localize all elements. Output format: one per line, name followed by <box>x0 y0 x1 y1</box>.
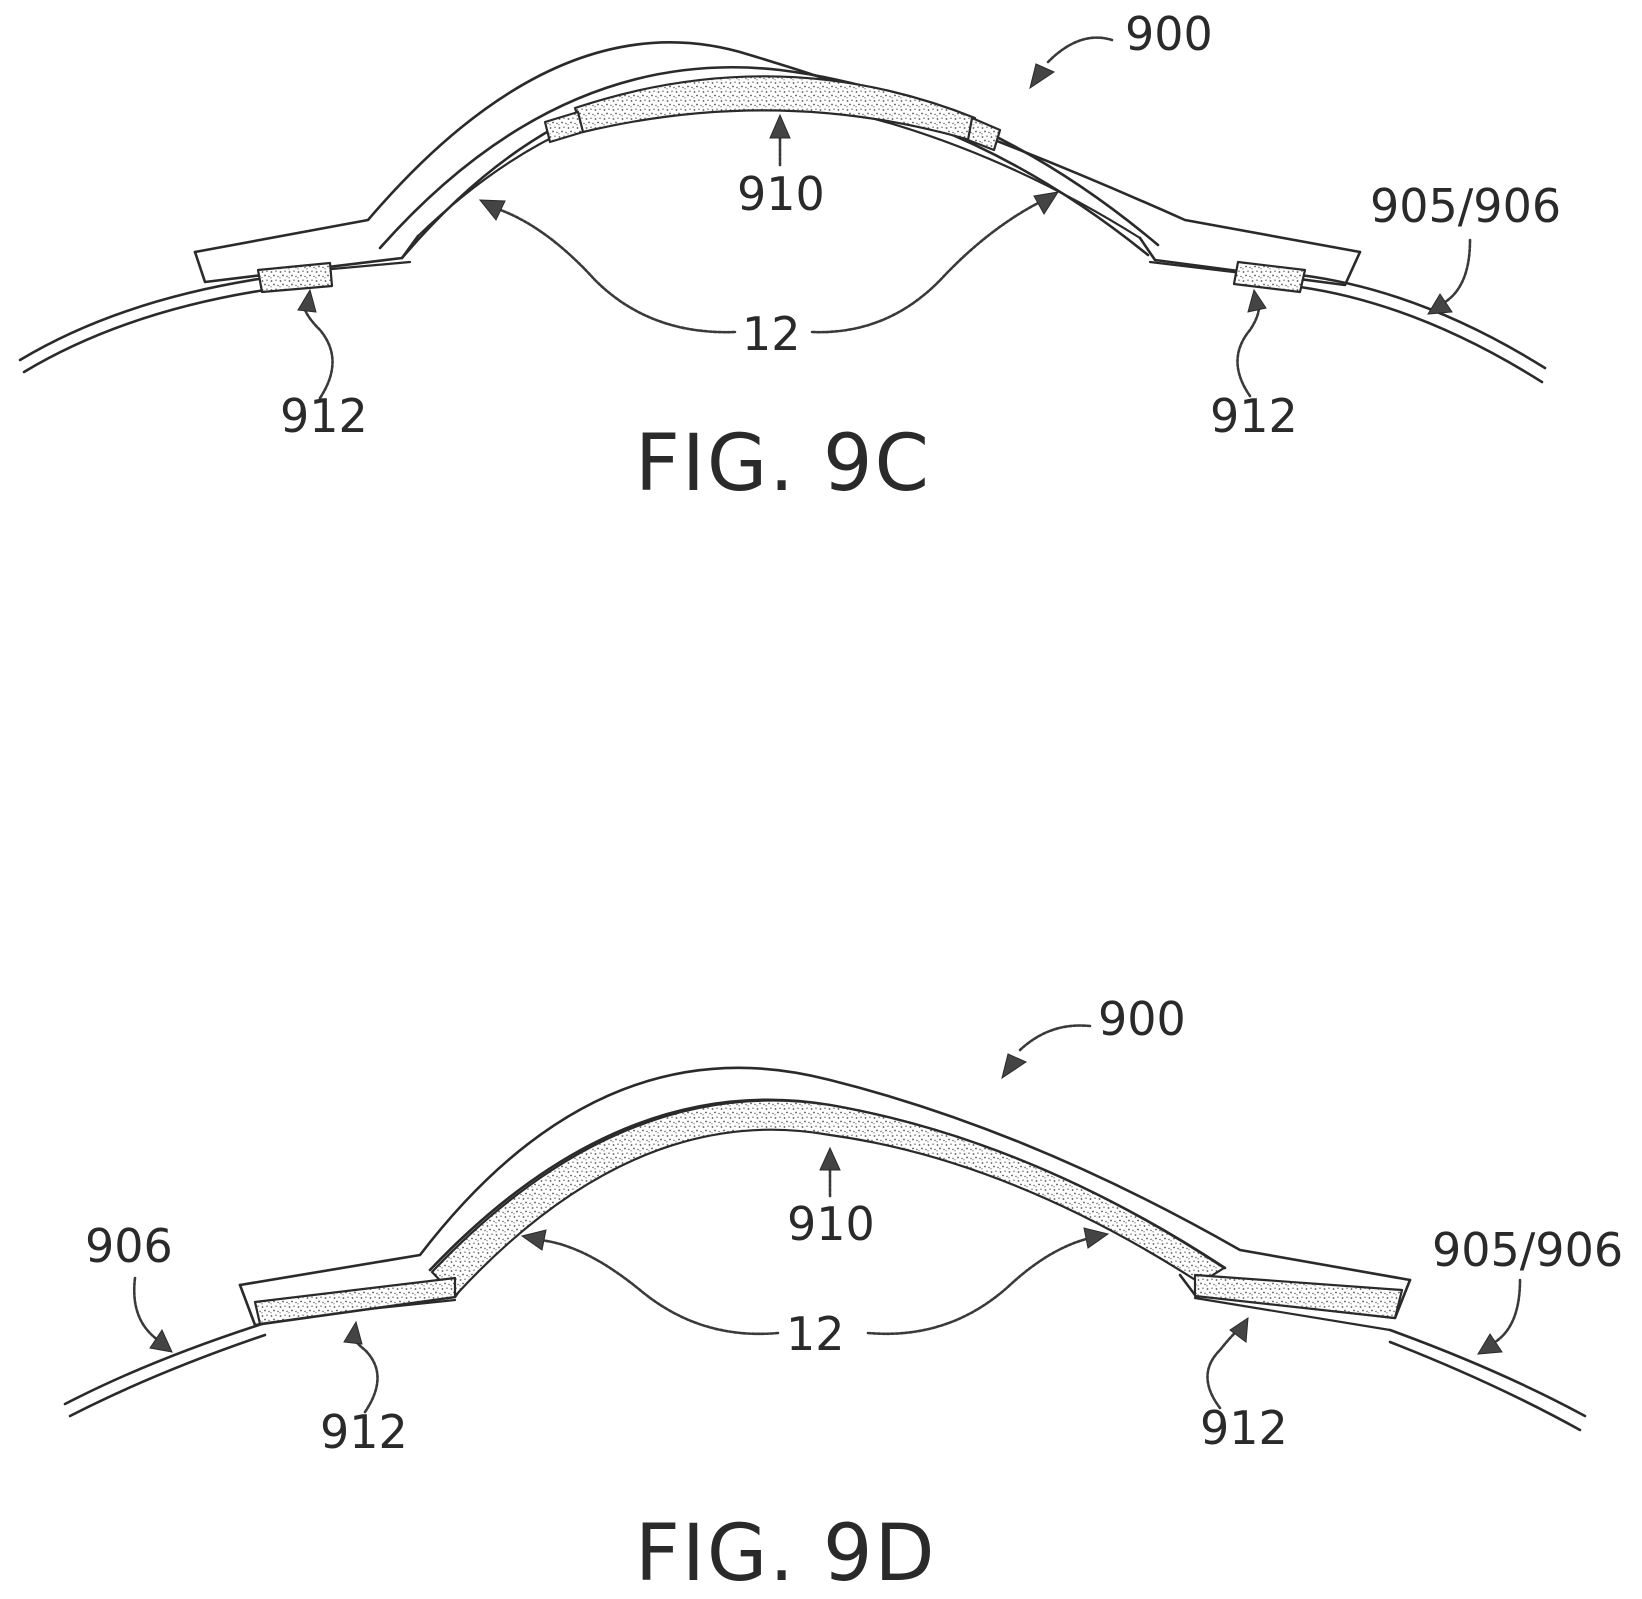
arrow-12-left <box>522 1230 546 1250</box>
arrow-12-right <box>1084 1228 1108 1248</box>
peripheral-seal-912-right <box>1195 1275 1402 1318</box>
arrow-900 <box>1002 1054 1026 1078</box>
arrow-910 <box>770 115 790 138</box>
arrow-12-right <box>1034 192 1058 214</box>
label-905-906: 905/906 <box>1370 179 1561 233</box>
arrow-906 <box>150 1330 172 1352</box>
label-12: 12 <box>742 307 801 361</box>
central-seal-910-left-tip <box>545 112 583 142</box>
label-912-right: 912 <box>1210 389 1298 443</box>
arrow-912-right <box>1230 1318 1248 1342</box>
arrow-912-right <box>1248 290 1266 312</box>
peripheral-seal-912-left <box>255 1278 455 1324</box>
arrow-900 <box>1030 64 1054 88</box>
arrow-910 <box>820 1148 840 1170</box>
peripheral-seal-912-right <box>1234 262 1305 292</box>
figure-caption-9d: FIG. 9D <box>635 1509 937 1594</box>
label-900: 900 <box>1125 7 1213 61</box>
label-12: 12 <box>786 1307 845 1361</box>
label-905-906: 905/906 <box>1432 1223 1623 1277</box>
label-906: 906 <box>85 1219 173 1273</box>
figure-9c: 900 910 905/906 12 912 912 FIG. 9C <box>20 7 1561 509</box>
figure-caption-9c: FIG. 9C <box>635 419 931 509</box>
arrow-12-left <box>480 200 505 220</box>
arrow-905-906 <box>1428 294 1452 314</box>
label-912-right: 912 <box>1200 1401 1288 1455</box>
peripheral-seal-912-left <box>258 263 332 292</box>
label-912-left: 912 <box>280 389 368 443</box>
label-910: 910 <box>737 167 825 221</box>
label-912-left: 912 <box>320 1405 408 1459</box>
arrow-912-left <box>344 1322 362 1344</box>
arrow-912-left <box>298 290 316 312</box>
label-900: 900 <box>1098 992 1186 1046</box>
arrow-905-906 <box>1478 1334 1502 1354</box>
label-910: 910 <box>787 1197 875 1251</box>
figure-9d: 900 910 906 905/906 12 912 912 FIG. 9D <box>65 992 1623 1594</box>
